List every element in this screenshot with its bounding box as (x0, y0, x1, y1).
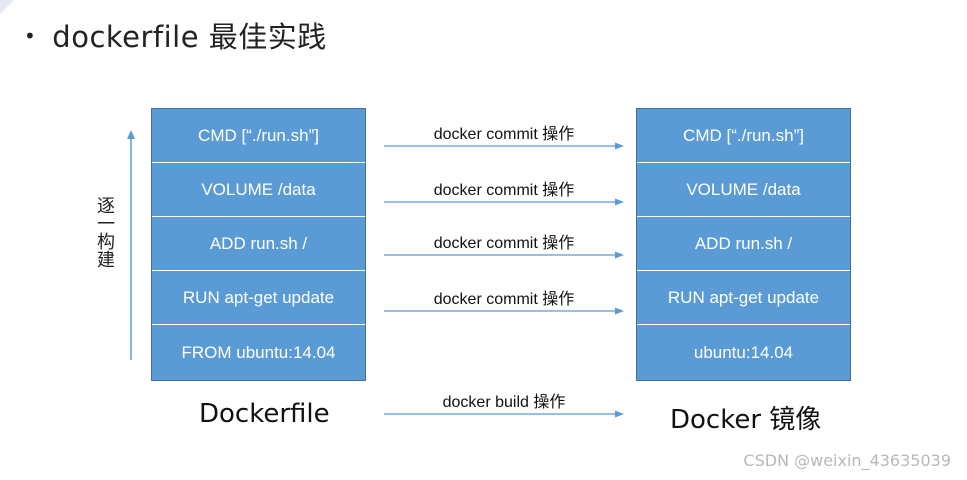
operation-arrow (384, 410, 624, 418)
build-operation: docker build 操作 (384, 388, 624, 418)
operation-arrow (384, 198, 624, 206)
dockerfile-layer-add: ADD run.sh / (152, 217, 365, 271)
title-bullet: • (24, 24, 37, 48)
commit-operation-volume: docker commit 操作 (384, 176, 624, 206)
image-layer-volume: VOLUME /data (637, 163, 850, 217)
commit-operation-run: docker commit 操作 (384, 285, 624, 315)
image-layer-base: ubuntu:14.04 (693, 342, 794, 362)
dockerfile-layer-run: RUN apt-get update (152, 271, 365, 325)
commit-operation-cmd: docker commit 操作 (384, 120, 624, 150)
dockerfile-layer-cmd: CMD [“./run.sh”] (152, 109, 365, 163)
operation-arrow (384, 251, 624, 259)
operation-label: docker commit 操作 (433, 126, 575, 143)
watermark: CSDN @weixin_43635039 (743, 451, 951, 470)
build-direction-label: 逐一构建 (94, 196, 115, 268)
image-stack: CMD [“./run.sh”] VOLUME /data ADD run.sh… (636, 108, 851, 381)
page-title: • dockerfile 最佳实践 (24, 14, 327, 56)
operation-label: docker build 操作 (442, 394, 566, 411)
image-label: Docker 镜像 (670, 405, 822, 435)
commit-operation-add: docker commit 操作 (384, 229, 624, 259)
image-layer-cmd: CMD [“./run.sh”] (637, 109, 850, 163)
title-text: dockerfile 最佳实践 (52, 20, 327, 54)
corner-decoration (0, 0, 14, 14)
operation-arrow (384, 307, 624, 315)
operation-label: docker commit 操作 (433, 182, 575, 199)
operation-arrow (384, 142, 624, 150)
dockerfile-layer-volume: VOLUME /data (152, 163, 365, 217)
dockerfile-layer-from: FROM ubuntu:14.04 (181, 342, 336, 362)
image-layer-run: RUN apt-get update (637, 271, 850, 325)
dockerfile-label: Dockerfile (199, 399, 330, 429)
image-layer-add: ADD run.sh / (637, 217, 850, 271)
operation-label: docker commit 操作 (433, 235, 575, 252)
build-direction-arrow (127, 130, 135, 360)
dockerfile-stack: CMD [“./run.sh”] VOLUME /data ADD run.sh… (151, 108, 366, 381)
operation-label: docker commit 操作 (433, 291, 575, 308)
